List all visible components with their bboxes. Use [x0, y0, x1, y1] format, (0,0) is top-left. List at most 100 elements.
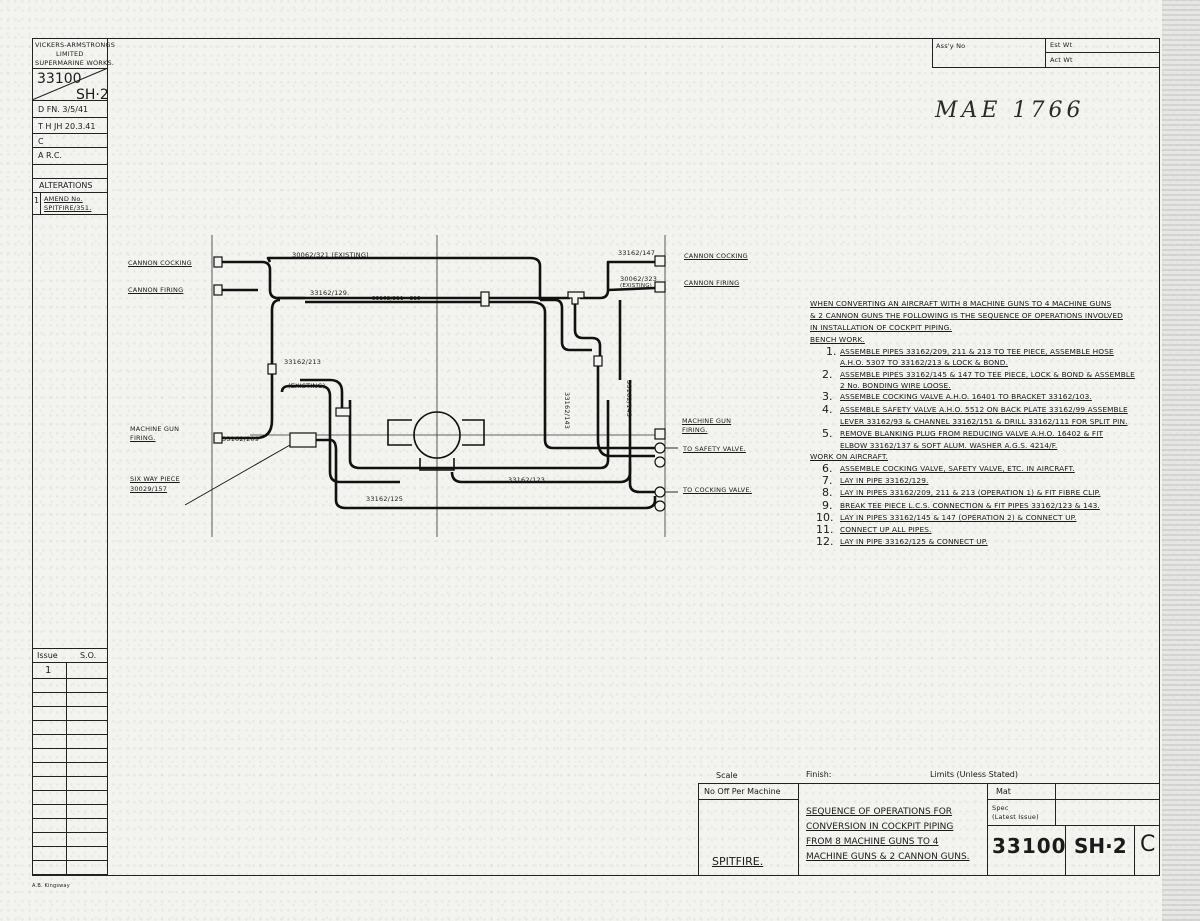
alterations-label: ALTERATIONS	[39, 181, 93, 190]
issue-grid-row	[32, 720, 108, 721]
step-10-num: 10.	[816, 511, 834, 524]
step-2-line-1: ASSEMBLE PIPES 33162/145 & 147 TO TEE PI…	[840, 370, 1135, 379]
issue-grid-row	[32, 860, 108, 861]
step-11-num: 11.	[816, 523, 834, 536]
scan-edge	[1162, 0, 1200, 921]
bottom-drawing-no: 33100	[992, 834, 1067, 858]
issue-grid-row	[32, 874, 108, 875]
limits-label: Limits (Unless Stated)	[930, 770, 1018, 779]
step-7-line-1: LAY IN PIPE 33162/129.	[840, 476, 929, 485]
spec-label-a: Spec	[992, 804, 1009, 812]
step-5-num: 5.	[822, 427, 833, 440]
alteration-1-no: 1	[34, 196, 40, 205]
alteration-1-text-b: SPITFIRE/351.	[44, 204, 92, 212]
label-mg-firing-left-a: MACHINE GUN	[130, 425, 180, 433]
company-line-3: SUPERMARINE WORKS.	[35, 59, 115, 67]
label-pipe-33162-125: 33162/125	[366, 495, 404, 503]
alteration-1-text-a: AMEND No.	[44, 195, 83, 203]
issue-grid-row	[32, 790, 108, 791]
label-cannon-cocking-left: CANNON COCKING	[128, 259, 192, 267]
step-8-num: 8.	[822, 486, 833, 499]
issue-grid-row	[32, 748, 108, 749]
issue-label: Issue	[37, 651, 58, 660]
label-pipe-33162-145: 33162/145	[625, 380, 633, 418]
label-pipe-30062-323-a: 30062/323	[620, 275, 658, 283]
label-pipe-33162-209: 33162/209	[222, 435, 260, 443]
issue-grid-row	[32, 818, 108, 819]
company-line-1: VICKERS-ARMSTRONGS	[35, 41, 116, 49]
title-line-2: CONVERSION IN COCKPIT PIPING	[806, 822, 954, 832]
step-1-num: 1.	[826, 345, 837, 358]
label-pipe-33162-211: 33162/211 - 213	[372, 296, 421, 302]
ass-no-label: Ass'y No	[936, 42, 966, 50]
act-wt-label: Act Wt	[1050, 56, 1073, 64]
left-dfn: D FN. 3/5/41	[38, 105, 89, 114]
step-4-line-2: LEVER 33162/93 & CHANNEL 33162/151 & DRI…	[840, 417, 1128, 426]
spec-label-b: (Latest Issue)	[992, 813, 1039, 821]
step-8-line-1: LAY IN PIPES 33162/209, 211 & 213 (OPERA…	[840, 488, 1101, 497]
label-pipe-33162-129: 33162/129.	[310, 289, 350, 297]
label-mg-firing-left-b: FIRING.	[130, 434, 156, 442]
step-11-line-1: CONNECT UP ALL PIPES.	[840, 525, 932, 534]
step-2-num: 2.	[822, 368, 833, 381]
label-existing: (EXISTING)	[288, 382, 326, 390]
step-4-num: 4.	[822, 403, 833, 416]
left-drawing-no: 33100	[37, 71, 82, 87]
bottom-issue-letter: C	[1140, 832, 1156, 857]
intro-line-1: WHEN CONVERTING AN AIRCRAFT WITH 8 MACHI…	[810, 299, 1112, 308]
label-pipe-33162-213: 33162/213	[284, 358, 322, 366]
label-pipe-33162-123: 33162/123	[508, 476, 546, 484]
issue-grid-row	[32, 776, 108, 777]
issue-1: 1	[45, 665, 52, 676]
handwritten-note: MAE 1766	[935, 98, 1085, 123]
footer-note: A.B. Kingsway	[32, 883, 70, 889]
label-cannon-firing-left: CANNON FIRING	[128, 286, 184, 294]
label-mg-firing-right-b: FIRING.	[682, 426, 708, 434]
left-th: T H JH 20.3.41	[38, 122, 96, 131]
step-12-line-1: LAY IN PIPE 33162/125 & CONNECT UP.	[840, 537, 988, 546]
est-wt-label: Est Wt	[1050, 41, 1073, 49]
issue-grid-row	[32, 762, 108, 763]
step-9-line-1: BREAK TEE PIECE L.C.S. CONNECTION & FIT …	[840, 501, 1100, 510]
step-5-line-2: ELBOW 33162/137 & SOFT ALUM. WASHER A.G.…	[840, 441, 1058, 450]
issue-grid-row	[32, 734, 108, 735]
step-12-num: 12.	[816, 535, 834, 548]
step-1-line-1: ASSEMBLE PIPES 33162/209, 211 & 213 TO T…	[840, 347, 1114, 356]
issue-grid-row	[32, 832, 108, 833]
step-3-line-1: ASSEMBLE COCKING VALVE A.H.O. 16401 TO B…	[840, 392, 1092, 401]
mat-label: Mat	[996, 787, 1011, 796]
step-4-line-1: ASSEMBLE SAFETY VALVE A.H.O. 5512 ON BAC…	[840, 405, 1128, 414]
title-line-4: MACHINE GUNS & 2 CANNON GUNS.	[806, 852, 970, 862]
left-c: C	[38, 137, 44, 146]
work-on-aircraft-heading: WORK ON AIRCRAFT.	[810, 452, 889, 461]
label-pipe-30062-321: 30062/321 (EXISTING)	[292, 251, 369, 259]
label-pipe-30062-323-b: (EXISTING)	[620, 283, 653, 289]
bottom-sheet-no: SH·2	[1074, 834, 1127, 858]
issue-grid-row	[32, 804, 108, 805]
issue-grid-row	[32, 706, 108, 707]
spitfire-label: SPITFIRE.	[712, 855, 764, 868]
scale-label: Scale	[716, 771, 738, 780]
step-7-num: 7.	[822, 474, 833, 487]
drawing-border	[32, 38, 1160, 876]
no-off-label: No Off Per Machine	[704, 787, 781, 796]
label-six-way-piece-b: 30029/157	[130, 485, 168, 493]
step-2-line-2: 2 No. BONDING WIRE LOOSE.	[840, 381, 951, 390]
label-mg-firing-right-a: MACHINE GUN	[682, 417, 732, 425]
company-line-2: LIMITED	[56, 50, 84, 58]
title-line-3: FROM 8 MACHINE GUNS TO 4	[806, 837, 939, 847]
so-label: S.O.	[80, 651, 97, 660]
label-cannon-cocking-right: CANNON COCKING	[684, 252, 748, 260]
step-6-line-1: ASSEMBLE COCKING VALVE, SAFETY VALVE, ET…	[840, 464, 1075, 473]
step-1-line-2: A.H.O. 5307 TO 33162/213 & LOCK & BOND.	[840, 358, 1009, 367]
issue-grid-row	[32, 678, 108, 679]
issue-grid-row	[32, 692, 108, 693]
label-cannon-firing-right: CANNON FIRING	[684, 279, 740, 287]
title-line-1: SEQUENCE OF OPERATIONS FOR	[806, 807, 953, 817]
label-pipe-33162-147: 33162/147	[618, 249, 656, 257]
label-to-safety-valve: TO SAFETY VALVE.	[683, 445, 746, 453]
bench-work-heading: BENCH WORK.	[810, 335, 865, 344]
left-a: A R.C.	[38, 151, 62, 160]
label-six-way-piece-a: SIX WAY PIECE	[130, 475, 180, 483]
label-to-cocking-valve: TO COCKING VALVE.	[683, 486, 752, 494]
